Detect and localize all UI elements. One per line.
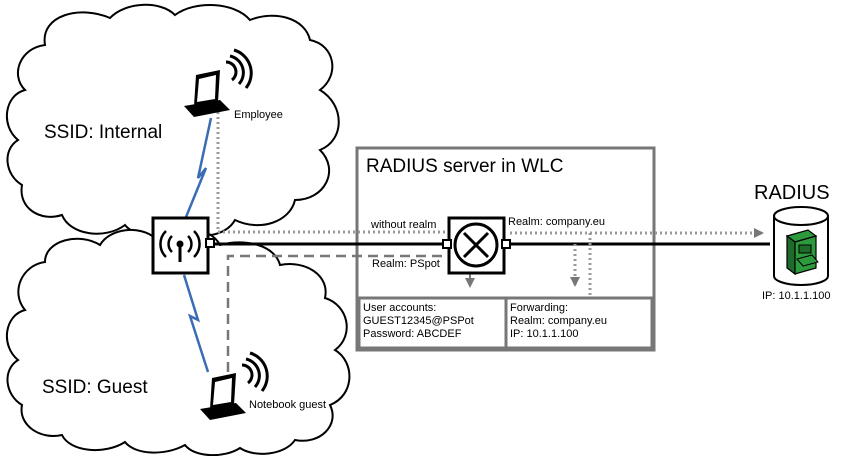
wireless-link-internal	[182, 117, 213, 223]
ssid-guest-label: SSID: Guest	[42, 377, 148, 398]
forwarding-panel: Forwarding: Realm: company.eu IP: 10.1.1…	[510, 302, 607, 341]
forwarding-line1: Realm: company.eu	[510, 315, 608, 327]
employee-label: Employee	[234, 109, 283, 121]
user-accounts-box	[357, 296, 508, 350]
file-cabinet-icon	[785, 229, 819, 276]
wireless-link-guest	[182, 274, 210, 373]
user-accounts-heading: User accounts:	[363, 302, 437, 314]
ssid-internal-label: SSID: Internal	[44, 122, 163, 143]
cloud-internal	[5, 3, 340, 237]
realm-company-label: Realm: company.eu	[508, 216, 606, 228]
forwarding-heading: Forwarding:	[510, 302, 569, 314]
user-accounts-line2: Password: ABCDEF	[363, 328, 462, 340]
forwarding-box	[504, 296, 654, 350]
forwarding-line2: IP: 10.1.1.100	[510, 328, 579, 340]
database-icon	[773, 206, 829, 286]
wlc-title: RADIUS server in WLC	[366, 156, 564, 177]
guest-dashed-path	[226, 254, 446, 372]
radius-ip-label: IP: 10.1.1.100	[762, 290, 831, 302]
user-accounts-panel: User accounts: GUEST12345@PSPot Password…	[363, 302, 474, 341]
user-accounts-line1: GUEST12345@PSPot	[363, 315, 474, 327]
laptop-icon	[184, 48, 253, 117]
notebook-guest-label: Notebook guest	[249, 399, 327, 411]
realm-pspot-label: Realm: PSpot	[372, 258, 440, 270]
router-icon	[442, 216, 511, 275]
laptop-icon	[200, 351, 269, 420]
employee-dotted-path	[216, 112, 446, 234]
radius-title: RADIUS	[754, 182, 830, 204]
access-point-icon	[151, 216, 215, 275]
without-realm-label: without realm	[371, 219, 437, 231]
